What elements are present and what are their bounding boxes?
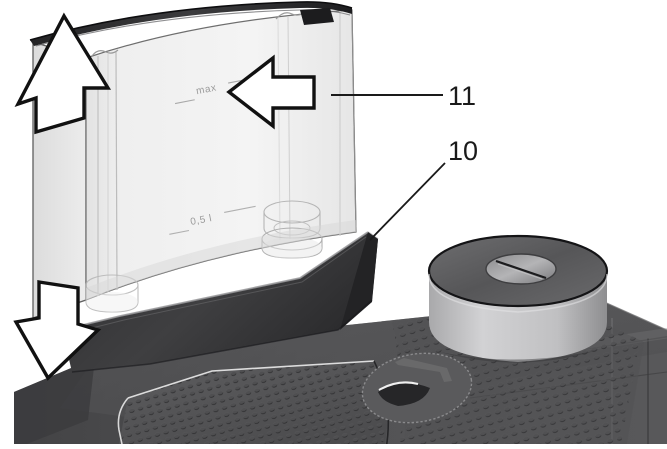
callout-11: 11 — [331, 81, 476, 111]
mark-half-litre: 0,5 l — [169, 205, 256, 235]
mark-half-litre-label: 0,5 l — [189, 213, 213, 228]
cup-recess-highlight — [378, 381, 419, 391]
mark-max-label: max — [195, 82, 217, 97]
arrow-down-icon — [13, 280, 102, 381]
tank-internal-cylinder-left — [85, 274, 139, 313]
tank-handle-rim — [30, 1, 352, 46]
cup-recess — [361, 352, 473, 424]
arrow-left-icon — [226, 54, 316, 130]
lid-slot-icon — [495, 259, 547, 280]
callout-10: 10 — [369, 136, 478, 241]
mark-half-litre-line-left — [169, 229, 190, 235]
arrow-up-icon — [14, 12, 112, 135]
bean-container-lid — [427, 234, 609, 363]
callout-10-leader-line — [369, 162, 446, 241]
bottom-strip — [0, 444, 667, 449]
tank-seat-panel — [61, 231, 379, 373]
drip-tray-outline — [127, 360, 375, 399]
callout-11-number: 11 — [448, 81, 476, 111]
mark-half-litre-line-right — [224, 205, 256, 213]
tank-markings: max 0,5 l — [169, 76, 260, 235]
drip-tray — [117, 360, 390, 449]
mark-max-line-left — [174, 99, 195, 105]
callout-10-number: 10 — [448, 136, 478, 166]
